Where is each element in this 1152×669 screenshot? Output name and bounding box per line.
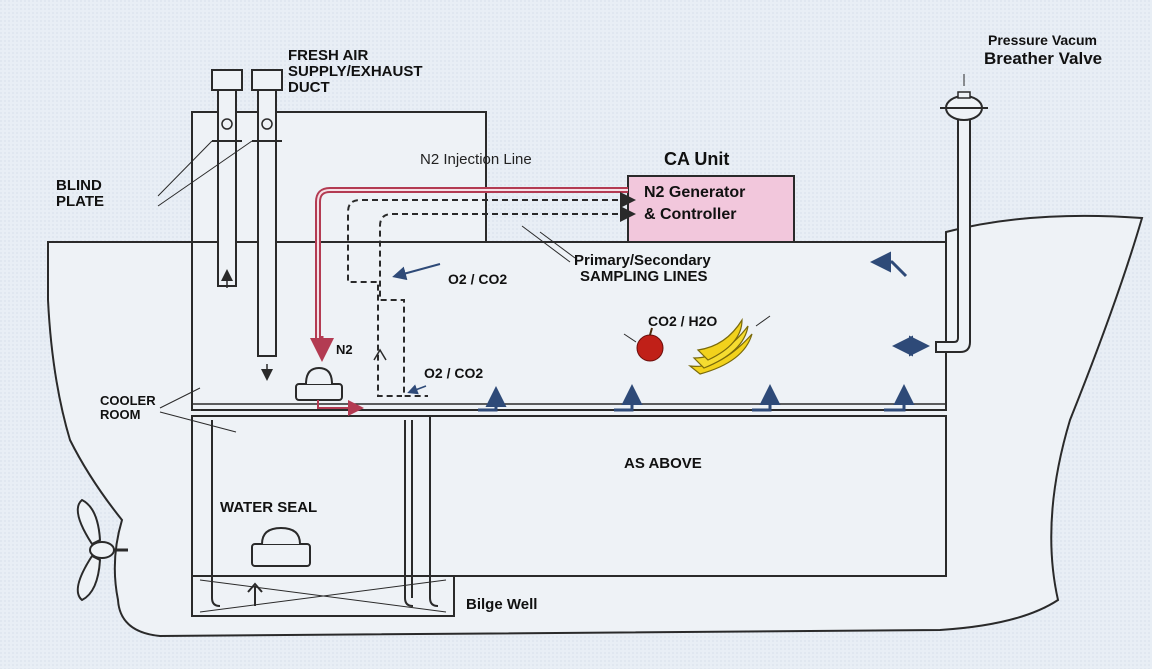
n2-injection-line-label: N2 Injection Line	[420, 151, 532, 168]
o2-co2-upper-label: O2 / CO2	[448, 271, 508, 287]
ca-unit-label: CA Unit	[664, 149, 730, 169]
sampling-lines-label: Primary/Secondary SAMPLING LINES	[574, 253, 711, 285]
o2-co2-lower-arrow	[407, 384, 427, 395]
o2-co2-upper-arrow	[392, 263, 441, 281]
cooler-room-pointer-2	[159, 411, 237, 433]
cooler-room-line-1: COOLER	[100, 393, 156, 408]
propeller-icon	[76, 498, 128, 602]
sampling-label-pointer-2	[521, 225, 571, 263]
n2-nozzle-device	[295, 366, 364, 416]
pressure-vacuum-label: Pressure Vacum	[988, 32, 1097, 48]
lower-compartment	[191, 415, 947, 577]
sampling-lines-line-1: Primary/Secondary	[574, 252, 711, 269]
fresh-air-duct-label: FRESH AIR SUPPLY/EXHAUST DUCT	[288, 48, 422, 95]
fresh-air-label-line-2: SUPPLY/EXHAUST	[288, 62, 423, 80]
co2-h2o-label: CO2 / H2O	[648, 313, 718, 329]
water-seal-arrow	[247, 582, 263, 606]
bilge-well-label: Bilge Well	[466, 596, 538, 613]
blind-plate-pointer-2	[157, 140, 253, 207]
blind-plate-label-line-1: BLIND	[56, 177, 102, 194]
fresh-air-ducts	[211, 69, 283, 357]
controller-label: & Controller	[644, 206, 737, 223]
ca-unit-box	[627, 175, 795, 243]
water-seal-label: WATER SEAL	[220, 499, 318, 516]
cooler-room-pointer-1	[159, 387, 201, 409]
fresh-air-label-line-1: FRESH AIR	[288, 47, 369, 64]
as-above-label: AS ABOVE	[624, 455, 702, 472]
water-seal-pipe-mid	[404, 420, 414, 607]
deckhouse	[191, 111, 487, 243]
apple-icon	[623, 327, 664, 362]
secondary-sampling-line	[379, 213, 628, 397]
cooler-room-label: COOLER ROOM	[100, 394, 156, 421]
water-seal-pipe-right	[429, 420, 439, 607]
fresh-air-label-line-3: DUCT	[288, 78, 330, 96]
water-seal-device	[251, 526, 311, 567]
n2-label: N2	[336, 342, 353, 357]
blind-plate-label: BLIND PLATE	[56, 178, 104, 210]
banana-icon	[687, 315, 771, 375]
cooler-room-line-2: ROOM	[100, 406, 141, 422]
breather-valve	[935, 91, 988, 353]
blind-plate-pointer-1	[157, 140, 213, 197]
water-seal-pipe-left	[211, 420, 221, 607]
n2-injection-line-inner	[317, 189, 628, 348]
o2-co2-lower-label: O2 / CO2	[424, 365, 484, 381]
sampling-up-arrow	[373, 348, 387, 361]
primary-sampling-line	[347, 199, 628, 397]
blind-plate-label-line-2: PLATE	[56, 192, 105, 210]
airflow-arrows	[478, 251, 930, 412]
sampling-lines-line-2: SAMPLING LINES	[580, 267, 708, 285]
n2-generator-label: N2 Generator	[644, 184, 746, 201]
breather-valve-label: Breather Valve	[984, 49, 1103, 68]
sampling-label-pointer	[539, 231, 576, 259]
